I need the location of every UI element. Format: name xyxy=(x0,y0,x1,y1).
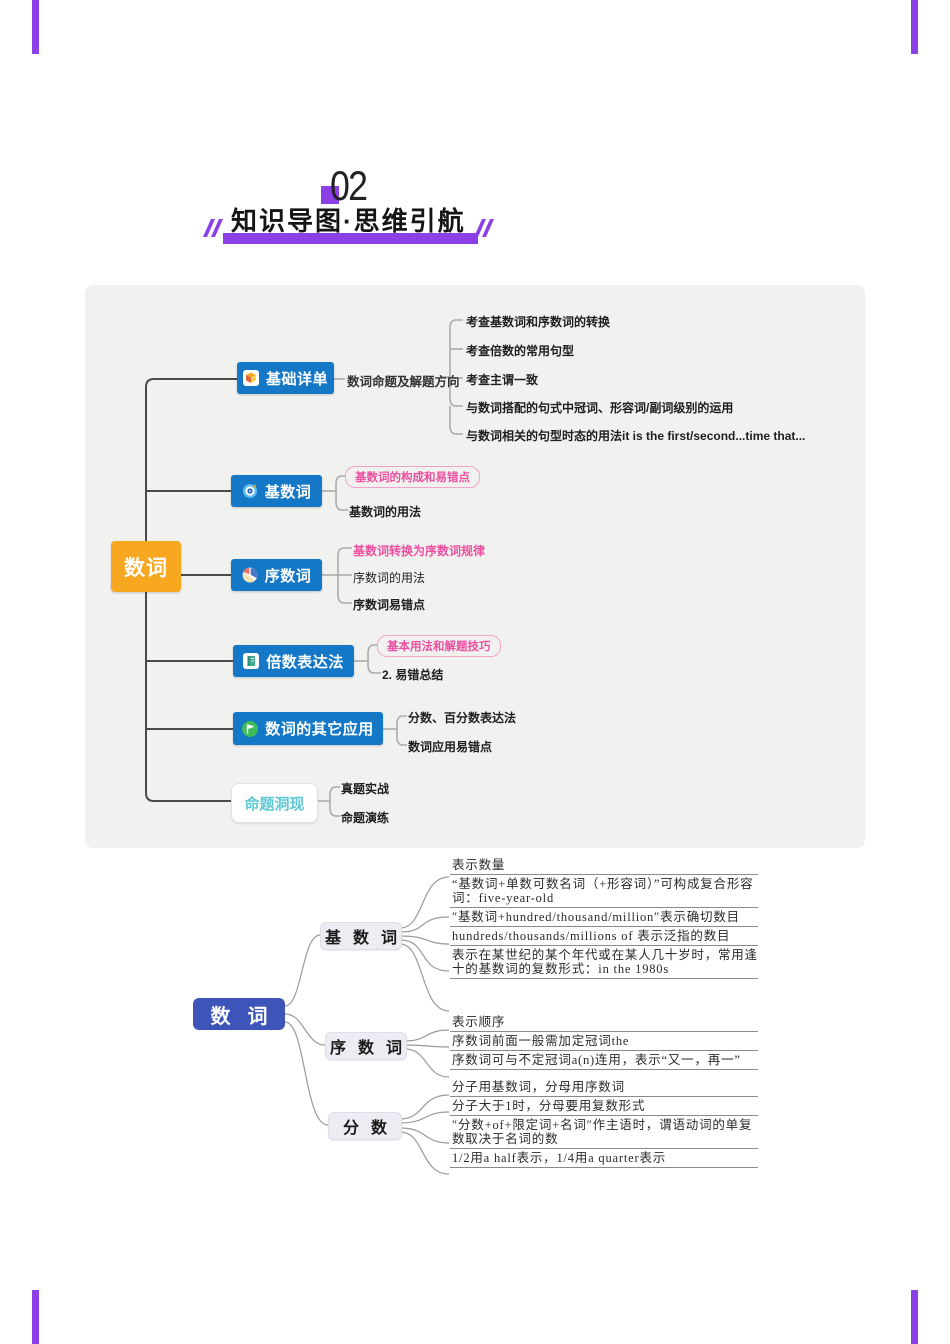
m1-leaf: 考查基数词和序数词的转换 xyxy=(466,315,611,329)
m1-basics-subtopic: 数词命题及解题方向 xyxy=(347,375,460,389)
m1-branch-basics: 基础详单 xyxy=(237,362,334,394)
m1-leaf: 数词应用易错点 xyxy=(408,740,493,754)
page-title: 知识导图·思维引航 xyxy=(231,206,466,236)
m2-branch-cardinal: 基 数 词 xyxy=(320,922,402,950)
m1-leaf: 与数词搭配的句式中冠词、形容词/副词级别的运用 xyxy=(466,401,734,415)
m1-leaf: 基数词的用法 xyxy=(349,505,422,519)
m2-leaf: ″基数词+hundred/thousand/million″表示确切数目 xyxy=(450,908,758,927)
target-icon xyxy=(242,483,258,499)
m1-leaf: 序数词的用法 xyxy=(353,571,426,585)
m1-leaf-pink: 基数词转换为序数词规律 xyxy=(353,544,486,558)
m1-leaf: 与数词相关的句型时态的用法it is the first/second...ti… xyxy=(466,429,806,443)
cube-icon xyxy=(242,370,259,386)
m1-leaf-highlight: 基本用法和解题技巧 xyxy=(377,635,501,657)
m2-leaf: hundreds/thousands/millions of 表示泛指的数目 xyxy=(450,927,758,946)
m1-branch-exam: 命题洞现 xyxy=(231,783,318,823)
m2-leaf: 表示数量 xyxy=(450,856,758,875)
pie-chart-icon xyxy=(242,567,258,583)
m1-branch-cardinal: 基数词 xyxy=(231,475,322,507)
m1-branch-multiple: 倍数表达法 xyxy=(233,645,354,677)
m1-branch-basics-label: 基础详单 xyxy=(265,370,328,388)
m1-leaf: 序数词易错点 xyxy=(353,598,426,612)
m2-ordinal-leaves: 表示顺序 序数词前面一般需加定冠词the 序数词可与不定冠词a(n)连用，表示“… xyxy=(450,1013,758,1070)
m2-leaf: “基数词+单数可数名词（+形容词）”可构成复合形容词：five-year-old xyxy=(450,875,758,908)
m1-leaf: 分数、百分数表达法 xyxy=(408,711,517,725)
m1-branch-ordinal-label: 序数词 xyxy=(264,567,312,585)
m1-branch-other-label: 数词的其它应用 xyxy=(265,721,374,738)
m1-root-node: 数词 xyxy=(111,541,181,592)
m2-root-node: 数 词 xyxy=(193,998,285,1030)
mindmap-panel xyxy=(85,285,865,848)
m1-leaf: 考查倍数的常用句型 xyxy=(466,344,575,358)
corner-mark-top-left xyxy=(32,0,39,54)
m1-branch-ordinal: 序数词 xyxy=(231,559,322,591)
m1-leaf: 真题实战 xyxy=(341,782,390,796)
m1-leaf: 考查主谓一致 xyxy=(466,373,539,387)
corner-mark-bottom-left xyxy=(32,1290,39,1344)
m1-branch-other: 数词的其它应用 xyxy=(233,712,383,745)
m1-leaf-highlight: 基数词的构成和易错点 xyxy=(345,466,480,488)
m2-leaf: 1/2用a half表示，1/4用a quarter表示 xyxy=(450,1149,758,1168)
m2-leaf: 序数词可与不定冠词a(n)连用，表示“又一，再一” xyxy=(450,1051,758,1070)
title-underline xyxy=(223,233,478,244)
m1-branch-cardinal-label: 基数词 xyxy=(264,483,312,501)
m1-branch-multiple-label: 倍数表达法 xyxy=(266,653,344,671)
section-accent-square xyxy=(321,186,339,204)
m2-leaf: 分子大于1时，分母要用复数形式 xyxy=(450,1097,758,1116)
corner-mark-top-right xyxy=(911,0,918,54)
section-number: 02 xyxy=(330,162,368,209)
m2-fraction-leaves: 分子用基数词，分母用序数词 分子大于1时，分母要用复数形式 ″分数+of+限定词… xyxy=(450,1078,758,1168)
m2-leaf: 表示顺序 xyxy=(450,1013,758,1032)
title-slashes-right-icon xyxy=(473,219,494,237)
m1-leaf: 2. 易错总结 xyxy=(382,668,444,682)
flag-icon xyxy=(242,720,259,737)
m1-leaf: 命题演练 xyxy=(341,811,390,825)
corner-mark-bottom-right xyxy=(911,1290,918,1344)
m2-leaf: 序数词前面一般需加定冠词the xyxy=(450,1032,758,1051)
m2-leaf: 分子用基数词，分母用序数词 xyxy=(450,1078,758,1097)
m2-branch-fraction: 分 数 xyxy=(328,1112,402,1140)
notebook-icon xyxy=(243,653,260,669)
page-title-block: 知识导图·思维引航 xyxy=(223,206,478,244)
m2-cardinal-leaves: 表示数量 “基数词+单数可数名词（+形容词）”可构成复合形容词：five-yea… xyxy=(450,856,758,979)
m2-branch-ordinal: 序 数 词 xyxy=(325,1032,407,1060)
m2-leaf: 表示在某世纪的某个年代或在某人几十岁时，常用逢十的基数词的复数形式：in the… xyxy=(450,946,758,979)
title-slashes-left-icon xyxy=(202,219,223,237)
m2-leaf: ″分数+of+限定词+名词″作主语时，谓语动词的单复数取决于名词的数 xyxy=(450,1116,758,1149)
